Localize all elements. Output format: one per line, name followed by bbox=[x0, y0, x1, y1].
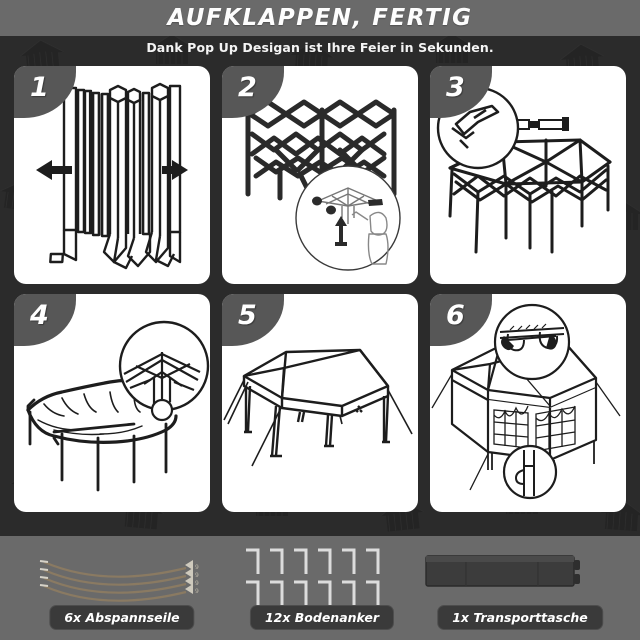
title-bar: AUFKLAPPEN, FERTIG bbox=[0, 0, 640, 36]
arrow-right-icon bbox=[162, 160, 188, 180]
accessory-label-ground-anchors: 12x Bodenanker bbox=[249, 605, 395, 630]
page-subtitle: Dank Pop Up Desigan ist Ihre Feier in Se… bbox=[146, 39, 494, 55]
detail-circle-6-bottom bbox=[502, 444, 558, 500]
step-number-5: 5 bbox=[238, 300, 257, 331]
guy-ropes-icon: 99 99 bbox=[39, 560, 199, 602]
page-title: AUFKLAPPEN, FERTIG bbox=[167, 5, 473, 31]
step-number-2: 2 bbox=[238, 72, 257, 103]
accessory-label-transport-bag: 1x Transporttasche bbox=[437, 605, 603, 630]
detail-circle-6-top bbox=[493, 303, 571, 381]
step-4-illustration bbox=[26, 320, 210, 492]
arrow-left-icon bbox=[36, 160, 72, 180]
instruction-steps-grid: 1 bbox=[14, 66, 626, 522]
step-5-illustration bbox=[223, 348, 413, 467]
accessory-transport-bag[interactable]: 1x Transporttasche bbox=[420, 536, 620, 640]
step-panel-5[interactable]: 5 bbox=[222, 294, 418, 512]
svg-text:9: 9 bbox=[195, 588, 199, 595]
svg-text:9: 9 bbox=[195, 564, 199, 571]
accessory-label-guy-ropes: 6x Abspannseile bbox=[49, 605, 195, 630]
accessory-ground-anchors[interactable]: 12x Bodenanker bbox=[232, 536, 412, 640]
ground-anchors-icon bbox=[246, 548, 380, 606]
step-panel-3[interactable]: 3 bbox=[430, 66, 626, 284]
arrow-up-icon bbox=[335, 216, 347, 246]
step-panel-4[interactable]: 4 bbox=[14, 294, 210, 512]
svg-text:9: 9 bbox=[195, 572, 199, 579]
step-panel-2[interactable]: 2 bbox=[222, 66, 418, 284]
svg-text:9: 9 bbox=[195, 580, 199, 587]
step-number-3: 3 bbox=[446, 72, 465, 103]
step-number-4: 4 bbox=[30, 300, 49, 331]
step-number-6: 6 bbox=[446, 300, 465, 331]
detail-circle-4 bbox=[118, 320, 210, 422]
sidewall-windows bbox=[493, 405, 576, 452]
step-panel-6[interactable]: 6 bbox=[430, 294, 626, 512]
subtitle-bar: Dank Pop Up Desigan ist Ihre Feier in Se… bbox=[0, 36, 640, 58]
step-2-illustration bbox=[245, 99, 401, 271]
detail-circle-2 bbox=[295, 165, 401, 271]
step-panel-1[interactable]: 1 bbox=[14, 66, 210, 284]
step-6-illustration bbox=[431, 303, 621, 500]
step-number-1: 1 bbox=[30, 72, 49, 103]
transport-bag-icon bbox=[425, 555, 580, 587]
step-1-illustration bbox=[36, 82, 188, 270]
